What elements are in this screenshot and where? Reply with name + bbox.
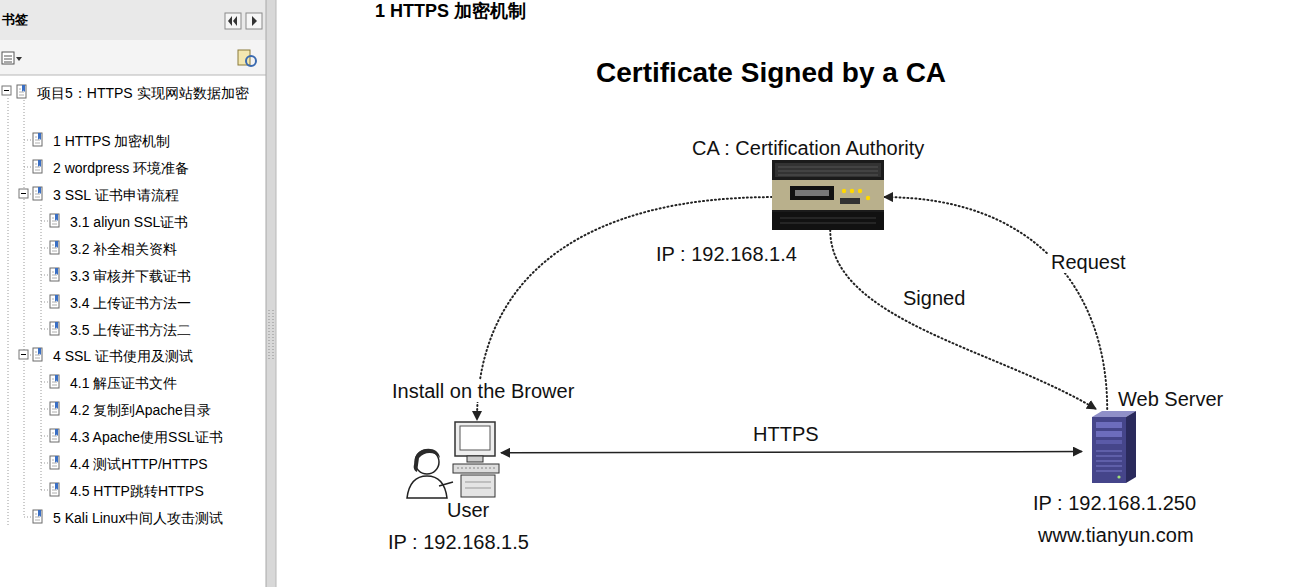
ca-node: CA : Certification Authority IP : 192.168… <box>650 130 960 270</box>
bookmark-item: 4.3 Apache使用SSL证书 <box>70 427 223 448</box>
ip-address: IP : 192.168.1.5 <box>388 530 529 554</box>
ca-server-icon <box>772 160 884 230</box>
bookmark-icon <box>32 159 44 175</box>
splitter-grip <box>269 310 273 360</box>
web-server-icon <box>1082 409 1138 485</box>
expand-glyph <box>252 16 257 26</box>
collapse-glyph <box>228 16 237 26</box>
bookmark-icon <box>32 509 44 525</box>
bookmark-item: 3 SSL 证书申请流程 <box>53 185 179 206</box>
bookmark-item: 4.5 HTTP跳转HTTPS <box>70 481 204 502</box>
ip-address: IP : 192.168.1.250 <box>1033 491 1196 515</box>
bookmark-item: 4.1 解压证书文件 <box>70 373 177 394</box>
bookmark-item: 3.1 aliyun SSL证书 <box>70 212 188 233</box>
page-heading: 1 HTTPS 加密机制 <box>375 1 526 21</box>
expand-button <box>246 13 262 29</box>
bookmark-item: 4.2 复制到Apache目录 <box>70 400 211 421</box>
bookmark-icon <box>49 374 61 390</box>
bookmark-item: 3.3 审核并下载证书 <box>70 266 191 287</box>
domain-name: www.tianyun.com <box>1038 523 1194 547</box>
node-title: User <box>447 498 489 522</box>
panel-header <box>0 0 266 40</box>
user-pc-icon <box>405 420 501 500</box>
ip-address: IP : 192.168.1.4 <box>656 242 797 266</box>
bookmark-icon <box>49 455 61 471</box>
edge-label: Install on the Brower <box>389 380 577 402</box>
panel-title: 书签 <box>2 11 28 29</box>
bookmark-item: 4 SSL 证书使用及测试 <box>53 346 193 367</box>
edge-label: Signed <box>900 287 968 309</box>
bookmark-icon <box>49 213 61 229</box>
bookmark-item: 2 wordpress 环境准备 <box>53 158 189 179</box>
collapse-button <box>225 13 241 29</box>
splitter <box>266 0 276 587</box>
expand-boxes <box>2 86 28 359</box>
bookmark-item: 3.2 补全相关资料 <box>70 239 177 260</box>
bookmark-icon <box>49 401 61 417</box>
bookmark-icon <box>49 267 61 283</box>
edge-label: Request <box>1048 251 1129 273</box>
dotted-connector <box>884 197 1107 409</box>
options-caret <box>16 57 22 61</box>
bookmark-icon <box>49 482 61 498</box>
tree-lines <box>8 98 49 525</box>
options-lines <box>4 56 12 62</box>
splitter-edge <box>276 0 277 587</box>
toolbar-rule <box>0 75 266 76</box>
bookmark-item: 4.4 测试HTTP/HTTPS <box>70 454 208 475</box>
bookmark-icon <box>49 240 61 256</box>
diagram-title: Certificate Signed by a CA <box>596 56 946 90</box>
bookmark-icon <box>49 294 61 310</box>
bookmark-icon <box>16 84 28 100</box>
find-lens <box>246 56 256 66</box>
options-icon <box>2 52 14 64</box>
panel-ground <box>0 0 266 587</box>
user-node: User IP : 192.168.1.5 <box>385 410 555 560</box>
bookmark-icon <box>49 428 61 444</box>
web-server-node: Web Server IP : 192.168.1.250 www.tianyun.… <box>1030 385 1245 551</box>
node-title: CA : Certification Authority <box>692 136 924 160</box>
bookmark-item: 5 Kali Linux中间人攻击测试 <box>53 508 223 529</box>
bookmark-icon <box>32 132 44 148</box>
bookmark-item: 项目5：HTTPS 实现网站数据加密 <box>37 83 252 104</box>
bookmark-item: 1 HTTPS 加密机制 <box>53 131 170 152</box>
bookmark-icon <box>32 347 44 363</box>
solid-connector <box>501 452 1082 453</box>
bookmark-item: 3.4 上传证书方法一 <box>70 293 191 314</box>
bookmark-icon <box>32 186 44 202</box>
bookmark-item: 3.5 上传证书方法二 <box>70 320 191 341</box>
node-title: Web Server <box>1118 387 1223 411</box>
panel-toolbar <box>0 40 266 75</box>
splitter-edge <box>266 0 267 587</box>
bookmark-icon <box>49 321 61 337</box>
edge-label: HTTPS <box>750 423 822 445</box>
